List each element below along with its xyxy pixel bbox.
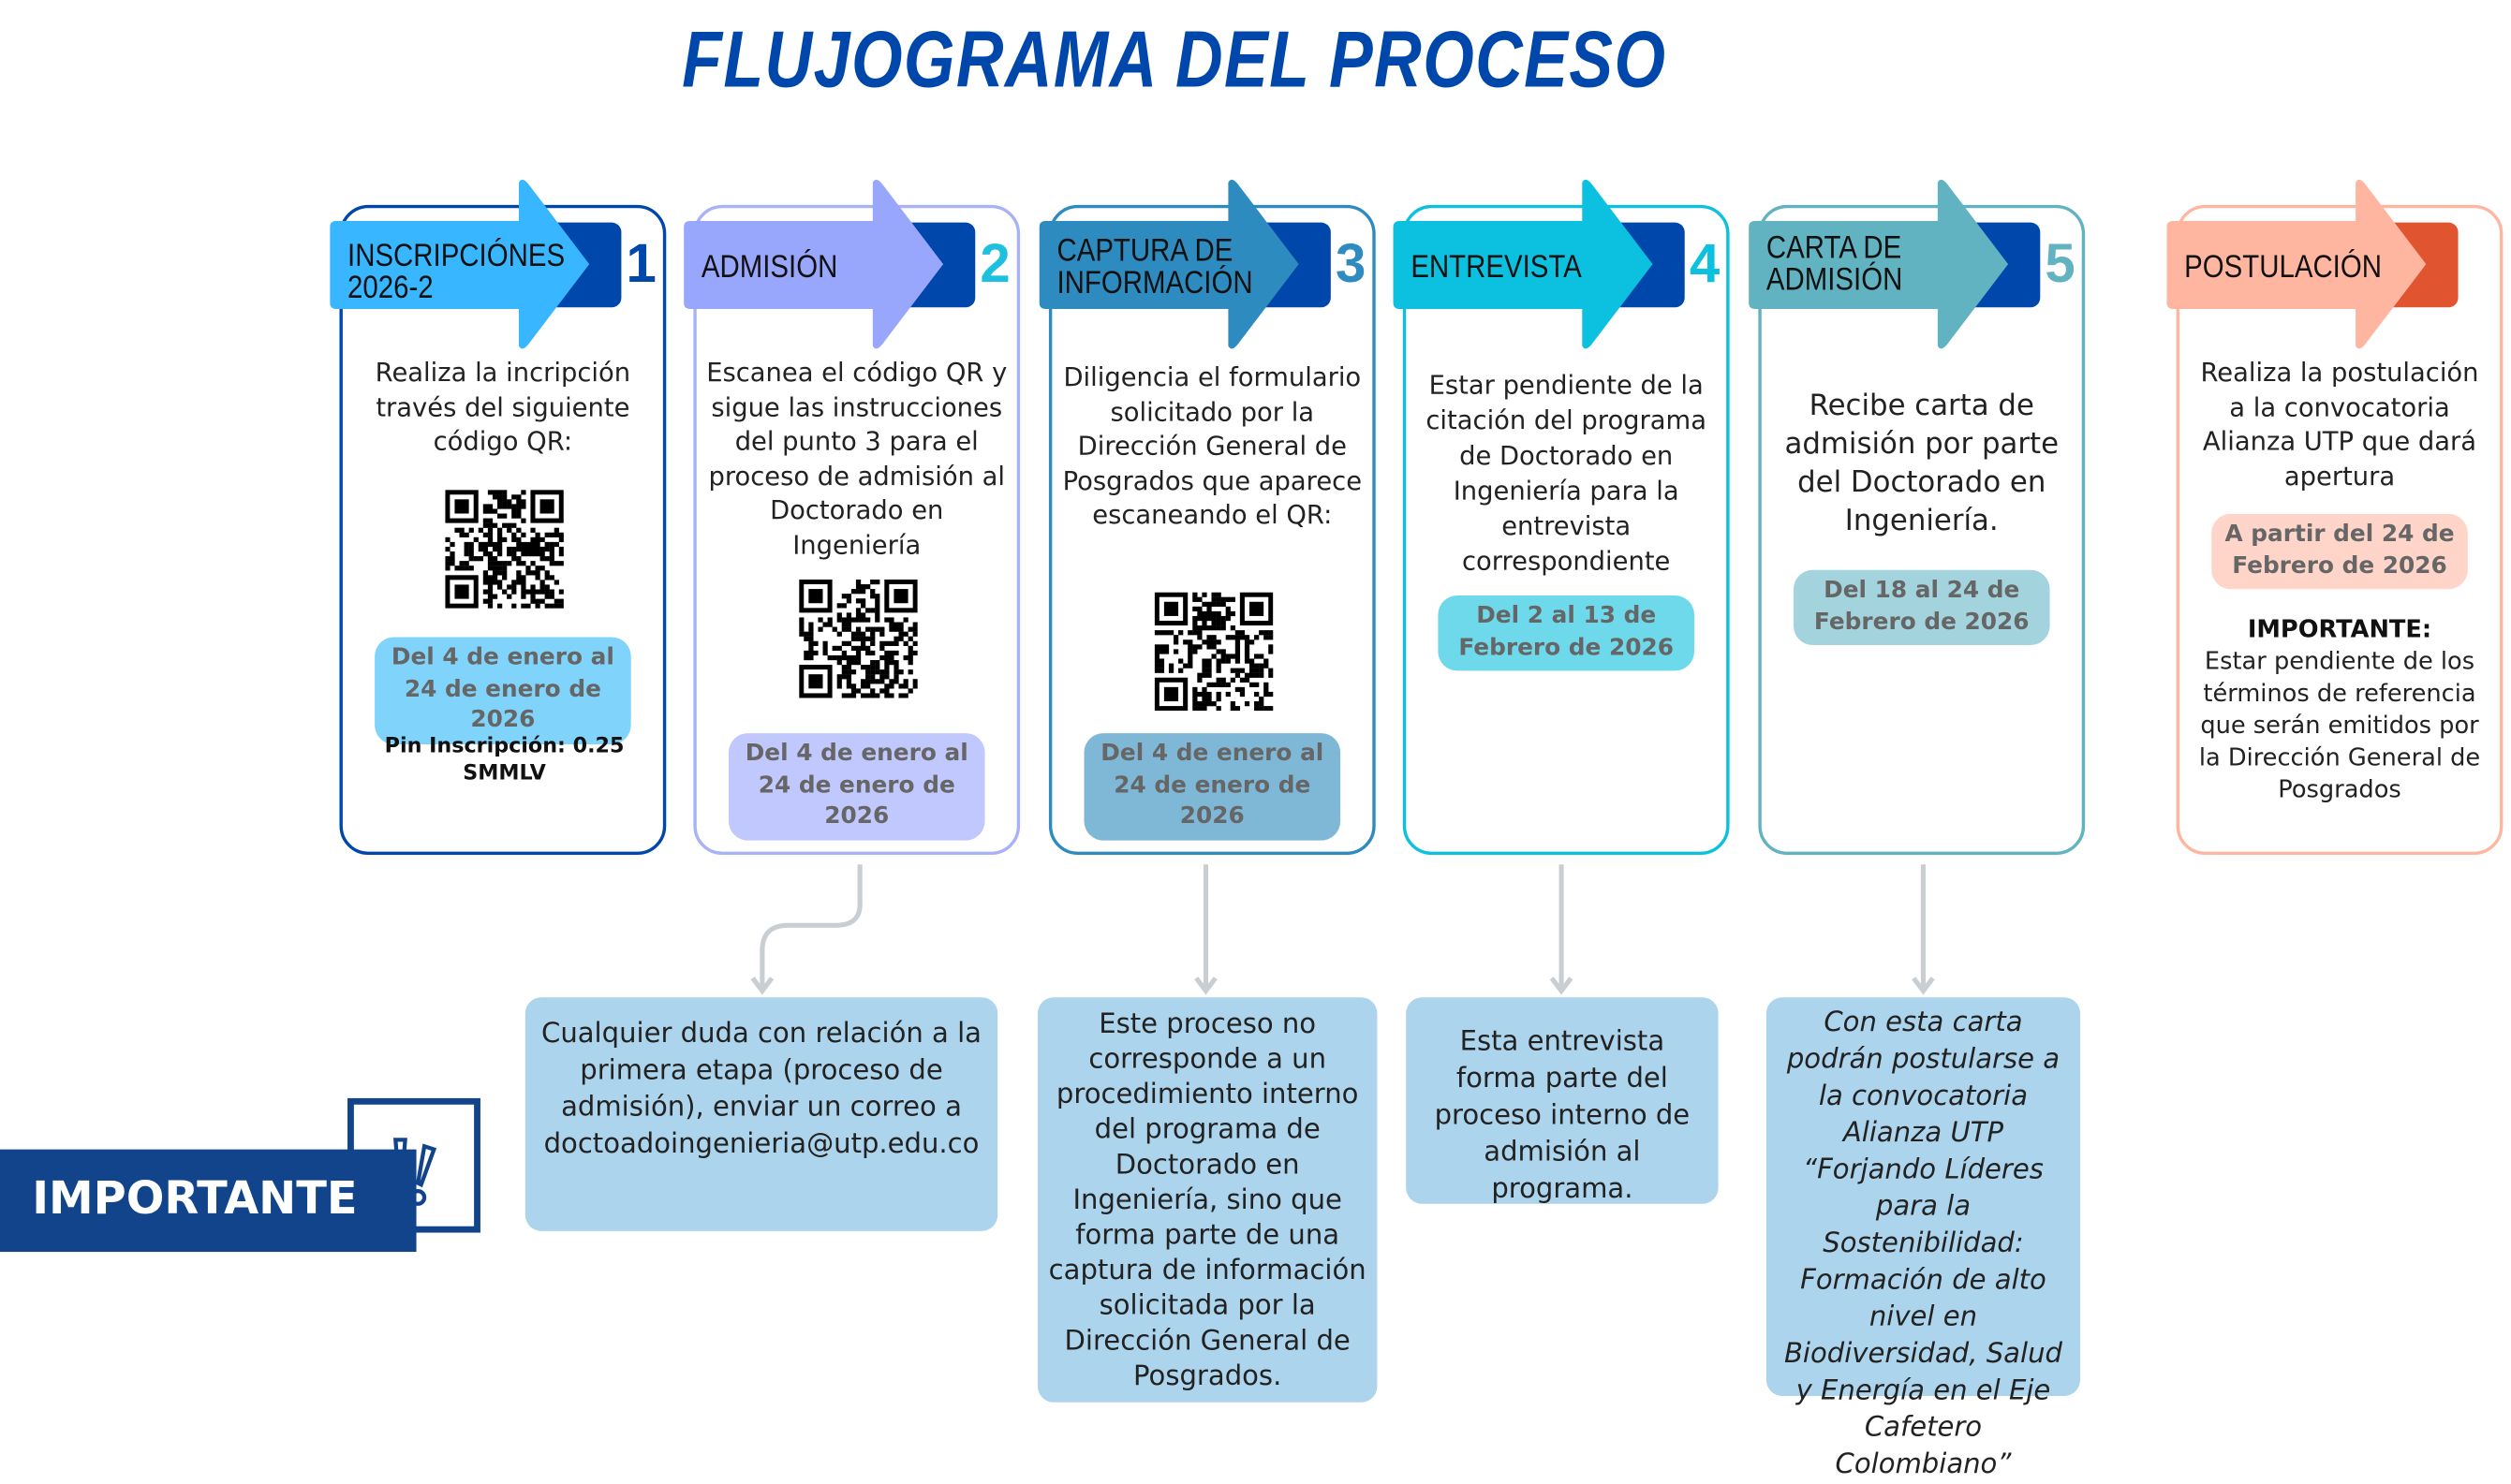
step-number: 2 xyxy=(980,233,1011,295)
qr-code-icon[interactable] xyxy=(445,490,564,609)
step-number: 3 xyxy=(1335,233,1366,295)
step-header: CAPTURA DE INFORMACIÓN xyxy=(1056,233,1253,301)
step-important-text: Estar pendiente de los términos de refer… xyxy=(2198,646,2481,804)
step-card xyxy=(1402,204,1730,856)
note-information-capture: Este proceso no corresponde a un procedi… xyxy=(1037,997,1378,1403)
arrowhead xyxy=(1194,977,1218,995)
step-arrow xyxy=(1039,179,1331,349)
step-arrow xyxy=(1393,179,1685,349)
step-arrow xyxy=(2166,179,2459,349)
step-date: Del 4 de enero al 24 de enero de 2026 xyxy=(375,637,631,744)
step-description: Estar pendiente de la citación del progr… xyxy=(1425,369,1706,577)
important-label: IMPORTANTE xyxy=(32,1171,358,1225)
step-number: 1 xyxy=(626,233,657,295)
connector-line xyxy=(760,864,863,990)
step-date: A partir del 24 de Febrero de 2026 xyxy=(2211,513,2468,590)
arrowhead xyxy=(1549,977,1573,995)
arrowhead xyxy=(1912,977,1935,995)
step-arrow xyxy=(330,179,622,349)
pin-price: Pin Inscripción: 0.25 SMMLV xyxy=(384,734,625,786)
step-date: Del 2 al 13 de Febrero de 2026 xyxy=(1438,595,1694,671)
step-card xyxy=(339,204,667,856)
step-card xyxy=(693,204,1021,856)
step-number: 4 xyxy=(1689,233,1721,295)
arrowhead xyxy=(750,977,775,995)
step-date: Del 18 al 24 de Febrero de 2026 xyxy=(1793,569,2050,646)
step-description: Recibe carta de admisión por parte del D… xyxy=(1784,389,2060,538)
step-header: POSTULACIÓN xyxy=(2184,249,2382,286)
step-arrow xyxy=(684,179,976,349)
step-description: Realiza la postulación a la convocatoria… xyxy=(2200,357,2479,492)
step-date: Del 4 de enero al 24 de enero de 2026 xyxy=(728,733,985,840)
step-header: CARTA DE ADMISIÓN xyxy=(1765,230,1903,299)
qr-code-icon[interactable] xyxy=(799,579,918,698)
step-header: ENTREVISTA xyxy=(1411,249,1582,286)
step-date: Del 4 de enero al 24 de enero de 2026 xyxy=(1084,733,1341,840)
step-header: INSCRIPCIÓNES 2026-2 xyxy=(347,238,566,306)
flowchart: FLUJOGRAMA DEL PROCESO INSCRIPCIÓNES 202… xyxy=(0,14,2504,1481)
step-number: 5 xyxy=(2045,233,2075,295)
step-card xyxy=(1048,204,1376,856)
step-description: Realiza la incripción través del siguien… xyxy=(375,357,631,457)
important-label-bg: IMPORTANTE xyxy=(0,1149,417,1253)
step-important-label: IMPORTANTE: xyxy=(2247,614,2432,644)
step-description: Escanea el código QR y sigue las instruc… xyxy=(706,357,1008,560)
step-card xyxy=(2176,204,2504,856)
note-interview: Esta entrevista forma parte del proceso … xyxy=(1406,997,1719,1205)
step-header: ADMISIÓN xyxy=(701,249,838,286)
connectors xyxy=(750,864,1935,995)
step-card xyxy=(1758,204,2086,856)
note-admission-contact: Cualquier duda con relación a la primera… xyxy=(524,997,998,1231)
qr-code-icon[interactable] xyxy=(1154,592,1274,712)
step-description: Diligencia el formulario solicitado por … xyxy=(1062,361,1363,530)
step-arrow xyxy=(1749,179,2041,349)
note-admission-letter: Con esta carta podrán postularse a la co… xyxy=(1765,997,2081,1481)
page-title: FLUJOGRAMA DEL PROCESO xyxy=(682,14,1667,105)
